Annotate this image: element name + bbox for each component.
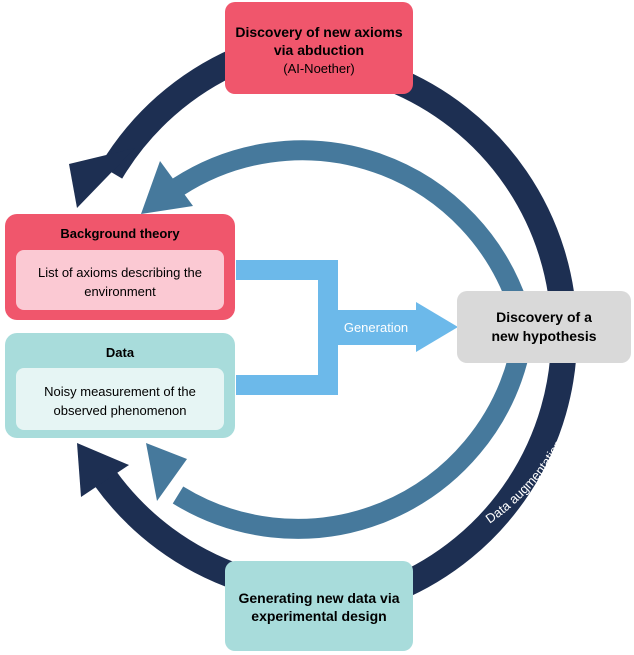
- verification-arrow-shaft: [172, 140, 528, 309]
- data-content-line2: observed phenomenon: [54, 403, 187, 418]
- experiment-to-data-arrow-shaft: [94, 470, 245, 591]
- hypothesis-title-line2: new hypothesis: [491, 328, 596, 344]
- verification-label: Verification on theory: [256, 116, 383, 142]
- verification-arrowhead: [141, 161, 193, 214]
- data-node: Data Noisy measurement of the observed p…: [5, 333, 235, 438]
- generation-arrow-shaft: [236, 260, 338, 395]
- generation-arrowhead: [416, 302, 458, 352]
- background-theory-content-line2: environment: [84, 284, 156, 299]
- experimental-design-node: Generating new data via experimental des…: [225, 561, 413, 651]
- abduction-node: Discovery of new axioms via abduction (A…: [225, 2, 413, 94]
- background-theory-title: Background theory: [60, 226, 180, 241]
- experimental-design-title-line1: Generating new data via: [238, 590, 399, 606]
- abduction-to-theory-arrowhead: [69, 148, 135, 208]
- abduction-title-line2: via abduction: [274, 42, 364, 58]
- generation-arrow-bar: [318, 310, 418, 345]
- experiment-to-data-arrowhead: [77, 443, 129, 497]
- background-theory-content-line1: List of axioms describing the: [38, 265, 202, 280]
- experimental-design-title-line2: experimental design: [251, 608, 386, 624]
- abduction-title-line1: Discovery of new axioms: [235, 24, 403, 40]
- data-title: Data: [106, 345, 135, 360]
- generation-label: Generation: [344, 320, 408, 335]
- background-theory-node: Background theory List of axioms describ…: [5, 214, 235, 320]
- hypothesis-title-line1: Discovery of a: [496, 309, 592, 325]
- data-content-line1: Noisy measurement of the: [44, 384, 196, 399]
- abduction-subtitle: (AI-Noether): [283, 61, 355, 76]
- hypothesis-node: Discovery of a new hypothesis: [457, 291, 631, 363]
- empirical-validation-arrow-shaft: [172, 356, 528, 539]
- empirical-validation-arrowhead: [146, 443, 187, 501]
- empirical-validation-label: Empirical validation: [256, 533, 368, 555]
